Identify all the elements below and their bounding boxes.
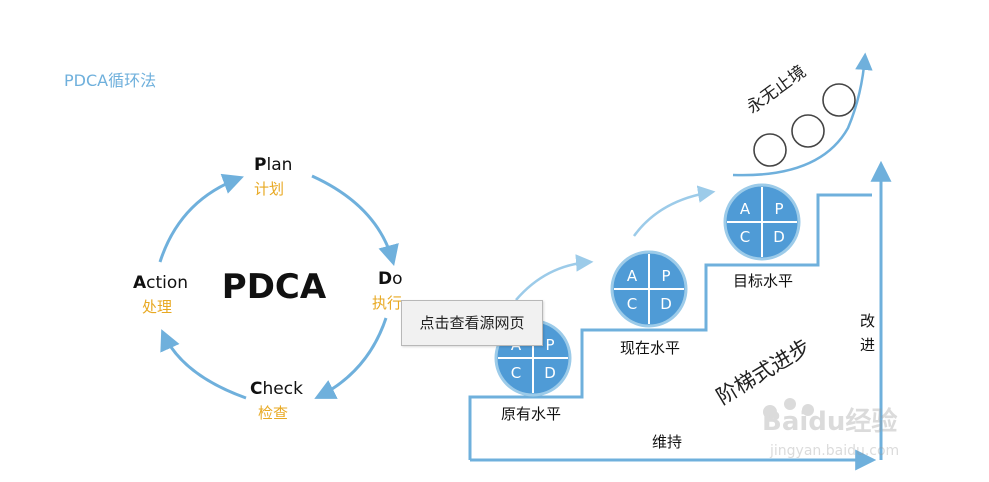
svg-text:P: P bbox=[774, 200, 783, 218]
improve-label-bottom: 进 bbox=[860, 336, 875, 354]
view-source-tooltip[interactable]: 点击查看源网页 bbox=[401, 300, 543, 346]
improve-label-top: 改 bbox=[860, 312, 875, 330]
watermark-brand: Baidu经验 bbox=[762, 406, 897, 437]
arrow-action-to-plan bbox=[158, 173, 244, 263]
svg-text:P: P bbox=[545, 336, 554, 354]
pdca-wheel-current: A P C D bbox=[610, 250, 688, 328]
do-cn-label: 执行 bbox=[372, 294, 402, 312]
svg-text:A: A bbox=[740, 200, 751, 218]
svg-text:D: D bbox=[660, 295, 672, 313]
arrow-current-to-target bbox=[632, 185, 716, 237]
level-target-label: 目标水平 bbox=[733, 272, 793, 290]
never-ending-curve bbox=[732, 52, 873, 177]
check-cn-label: 检查 bbox=[258, 404, 288, 422]
check-label: Check bbox=[250, 379, 303, 399]
arrow-do-to-check bbox=[314, 317, 388, 399]
do-label: Do bbox=[378, 269, 403, 289]
arrow-check-to-action bbox=[160, 329, 247, 400]
pdca-center-label: PDCA bbox=[222, 267, 327, 307]
staircase-line bbox=[468, 193, 872, 460]
action-cn-label: 处理 bbox=[142, 298, 172, 316]
maintain-label: 维持 bbox=[652, 433, 682, 451]
svg-text:A: A bbox=[627, 267, 638, 285]
action-label: Action bbox=[133, 273, 188, 293]
arrow-original-to-current bbox=[515, 254, 594, 301]
svg-text:P: P bbox=[661, 267, 670, 285]
pdca-cycle-arrows bbox=[158, 173, 399, 400]
diagram-title: PDCA循环法 bbox=[64, 71, 156, 90]
svg-text:D: D bbox=[773, 228, 785, 246]
svg-text:D: D bbox=[544, 364, 556, 382]
pdca-wheel-target: A P C D bbox=[723, 183, 801, 261]
svg-text:C: C bbox=[511, 364, 521, 382]
svg-text:C: C bbox=[627, 295, 637, 313]
progress-circle bbox=[822, 83, 856, 117]
plan-label: Plan bbox=[254, 155, 292, 175]
stair-progress-label: 阶梯式进步 bbox=[712, 335, 814, 410]
progress-circle bbox=[753, 133, 787, 167]
plan-cn-label: 计划 bbox=[254, 180, 284, 198]
never-ending-label: 永无止境 bbox=[743, 62, 810, 118]
progress-circle bbox=[791, 114, 825, 148]
level-original-label: 原有水平 bbox=[501, 405, 561, 423]
arrow-plan-to-do bbox=[311, 174, 399, 267]
baidu-watermark: Baidu经验 jingyan.baidu.com bbox=[762, 398, 899, 459]
level-current-label: 现在水平 bbox=[620, 339, 680, 357]
svg-text:C: C bbox=[740, 228, 750, 246]
watermark-url: jingyan.baidu.com bbox=[769, 443, 899, 459]
